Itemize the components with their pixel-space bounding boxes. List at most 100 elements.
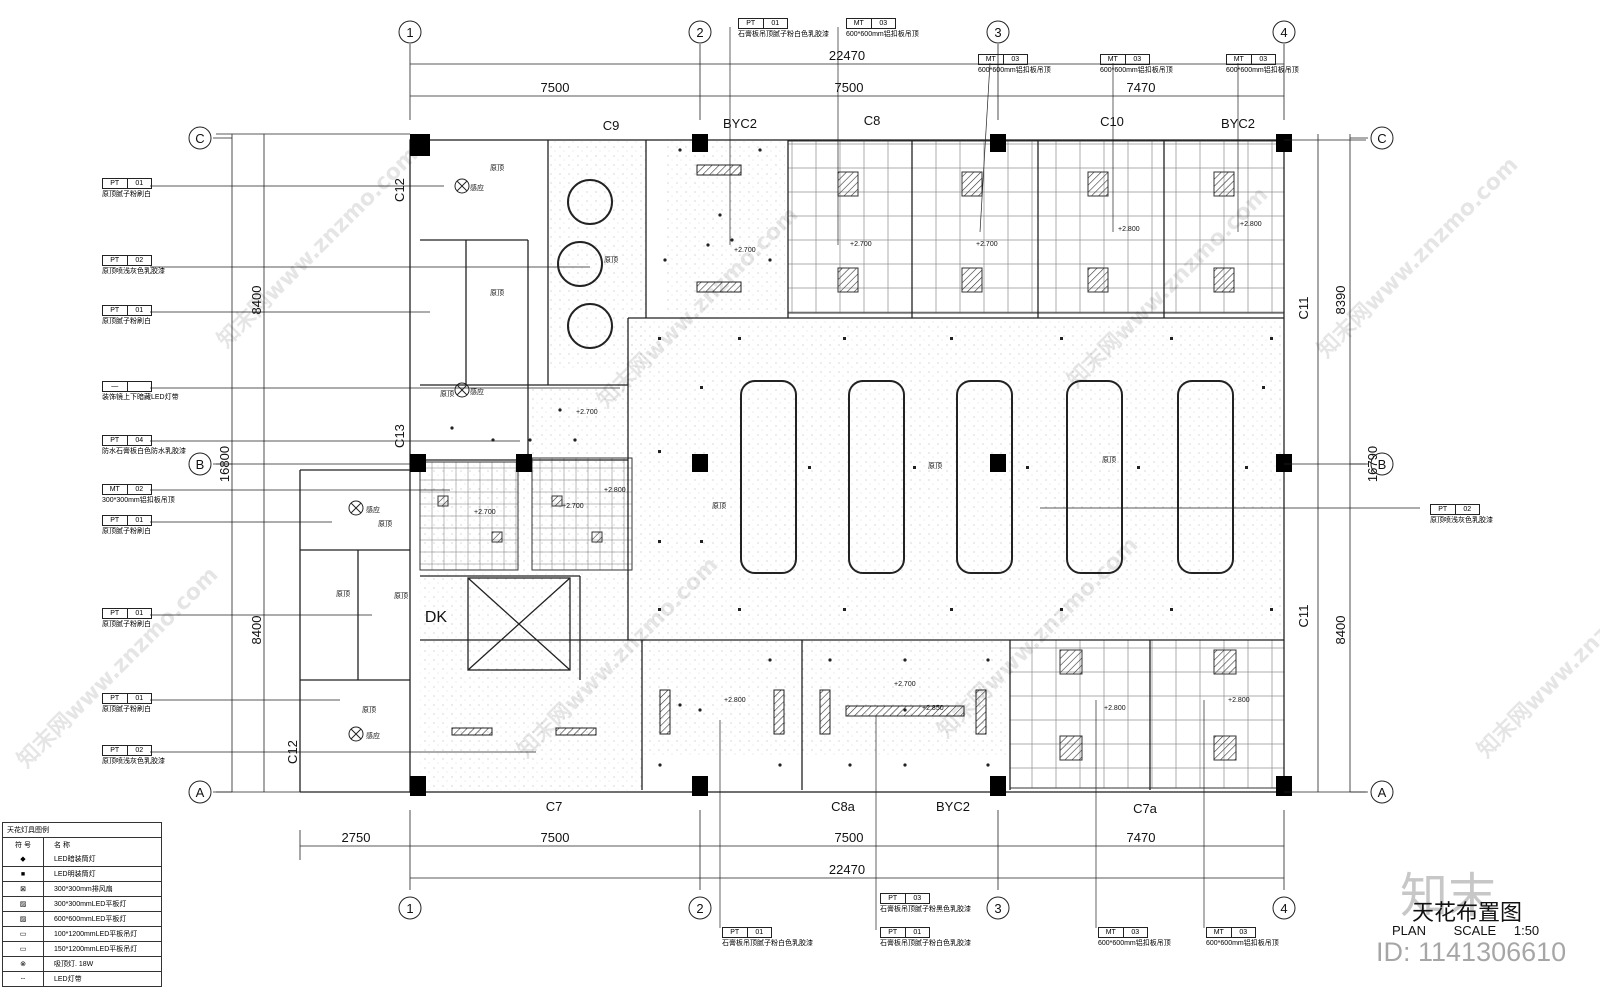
material-tag-type: PT (881, 928, 906, 937)
material-tag-description: 原顶腻子粉刷白 (102, 318, 151, 325)
material-tag-description: 600*600mm铝扣板吊顶 (1206, 940, 1279, 947)
material-tag-number: 01 (135, 307, 144, 314)
legend-name: 600*600mmLED平板灯 (54, 916, 127, 923)
legend-row: ▭150*1200mmLED平板吊灯 (3, 941, 161, 956)
id-text: ID: 1141306610 (1376, 937, 1567, 967)
material-tag-description: 600*600mm铝扣板吊顶 (1226, 67, 1299, 74)
legend-header-symbol: 符 号 (3, 838, 44, 852)
material-tag: — 装饰镜上下暗藏LED灯带 (102, 381, 179, 402)
grid-bubble-labels: 1 2 3 4 1 2 3 4 C B A C B A (195, 25, 1386, 916)
legend-name: LED明装筒灯 (54, 871, 96, 878)
material-tag-description: 600*600mm铝扣板吊顶 (1100, 67, 1173, 74)
material-tag-type: PT (103, 516, 128, 525)
material-tag-description: 600*600mm铝扣板吊顶 (978, 67, 1051, 74)
material-tag-code: PT 01 (102, 515, 152, 526)
material-tag-description: 防水石膏板白色防水乳胶漆 (102, 448, 186, 455)
round-ceiling-features (557, 179, 613, 349)
material-tag-type: — (103, 382, 128, 391)
material-tag-type: PT (103, 609, 128, 618)
material-tag-number: 01 (135, 517, 144, 524)
legend-row: ⊗吸顶灯. 18W (3, 956, 161, 971)
brand-watermark: 知末 (1400, 868, 1497, 924)
material-tag: PT 01 原顶腻子粉刷白 (102, 608, 152, 629)
material-tag-number: 03 (1011, 56, 1020, 63)
material-tag-description: 装饰镜上下暗藏LED灯带 (102, 394, 179, 401)
walls (299, 139, 1285, 793)
left-span-1: 8400 (249, 286, 264, 315)
material-tag: PT 01 原顶腻子粉刷白 (102, 515, 152, 536)
elevation-markers: +2.700 +2.700 +2.700 +2.700 +2.800 +2.80… (474, 221, 1262, 712)
plan-title: 天花布置图 (1412, 901, 1523, 926)
window-c7: C7 (546, 799, 563, 814)
dimension-lines (213, 44, 1368, 890)
ceiling-label: 原顶 (928, 462, 942, 470)
window-byc2-bottom: BYC2 (936, 799, 970, 814)
elevation-mark: +2.850 (922, 705, 944, 712)
legend-symbol: ⊗ (3, 957, 44, 971)
window-c10: C10 (1100, 114, 1124, 129)
window-c9: C9 (603, 118, 620, 133)
material-tag-number: 01 (135, 610, 144, 617)
scale-label: SCALE (1453, 923, 1497, 938)
scale-value: 1:50 (1513, 923, 1540, 938)
led-downlights (450, 148, 990, 767)
grid-col-2-top: 2 (696, 25, 703, 40)
material-tag-type: PT (103, 694, 128, 703)
material-tag-description: 石膏板吊顶腻子粉白色乳胶漆 (722, 940, 813, 947)
bottom-span-3: 7500 (835, 830, 864, 845)
material-tag-number: 03 (1133, 56, 1142, 63)
material-tag-description: 石膏板吊顶腻子粉白色乳胶漆 (738, 31, 829, 38)
grid-bubbles (188, 20, 1394, 920)
grid-row-c-right: C (1377, 131, 1386, 146)
rounded-light-troughs (740, 380, 1234, 574)
material-tag-description: 原顶腻子粉刷白 (102, 621, 151, 628)
legend-header-row: 符 号 名 称 (3, 837, 161, 852)
ceiling-label: 原顶 (490, 289, 504, 297)
elevation-mark: +2.800 (724, 697, 746, 704)
material-tag-type: MT (1227, 55, 1252, 64)
elevation-mark: +2.700 (976, 241, 998, 248)
leader-lines (150, 27, 1420, 930)
material-tag-description: 原顶腻子粉刷白 (102, 706, 151, 713)
sensor-label: 感应 (470, 387, 484, 396)
bottom-span-2: 7500 (541, 830, 570, 845)
material-tag-number: 01 (771, 20, 780, 27)
dk-label: DK (425, 609, 448, 626)
legend-name: 300*300mm排风扇 (54, 886, 113, 893)
top-span-1: 7500 (541, 80, 570, 95)
material-tag-number: 01 (135, 180, 144, 187)
room-labels: DK 原顶 原顶 原顶 原顶 原顶 原顶 原顶 原顶 原顶 原顶 原顶 感应 感… (336, 164, 1116, 740)
material-tag-number: 02 (135, 747, 144, 754)
material-tag-number: 03 (1259, 56, 1268, 63)
window-c8: C8 (864, 113, 881, 128)
bottom-total-dim: 22470 (829, 862, 865, 877)
material-tag-code: — (102, 381, 152, 392)
sensor-label: 感应 (366, 505, 380, 514)
material-tag-number: 01 (913, 929, 922, 936)
material-tag-number: 04 (135, 437, 144, 444)
legend-symbol: ┄ (3, 972, 44, 986)
ceiling-label: 原顶 (490, 164, 504, 172)
material-tag-description: 600*600mm铝扣板吊顶 (846, 31, 919, 38)
material-tag-type: PT (103, 306, 128, 315)
material-tag-description: 原顶腻子粉刷白 (102, 528, 151, 535)
material-tag-type: MT (847, 19, 872, 28)
material-tag-code: PT 01 (102, 608, 152, 619)
material-tag: MT 03 600*600mm铝扣板吊顶 (1226, 54, 1299, 75)
material-tag-number: 02 (135, 486, 144, 493)
